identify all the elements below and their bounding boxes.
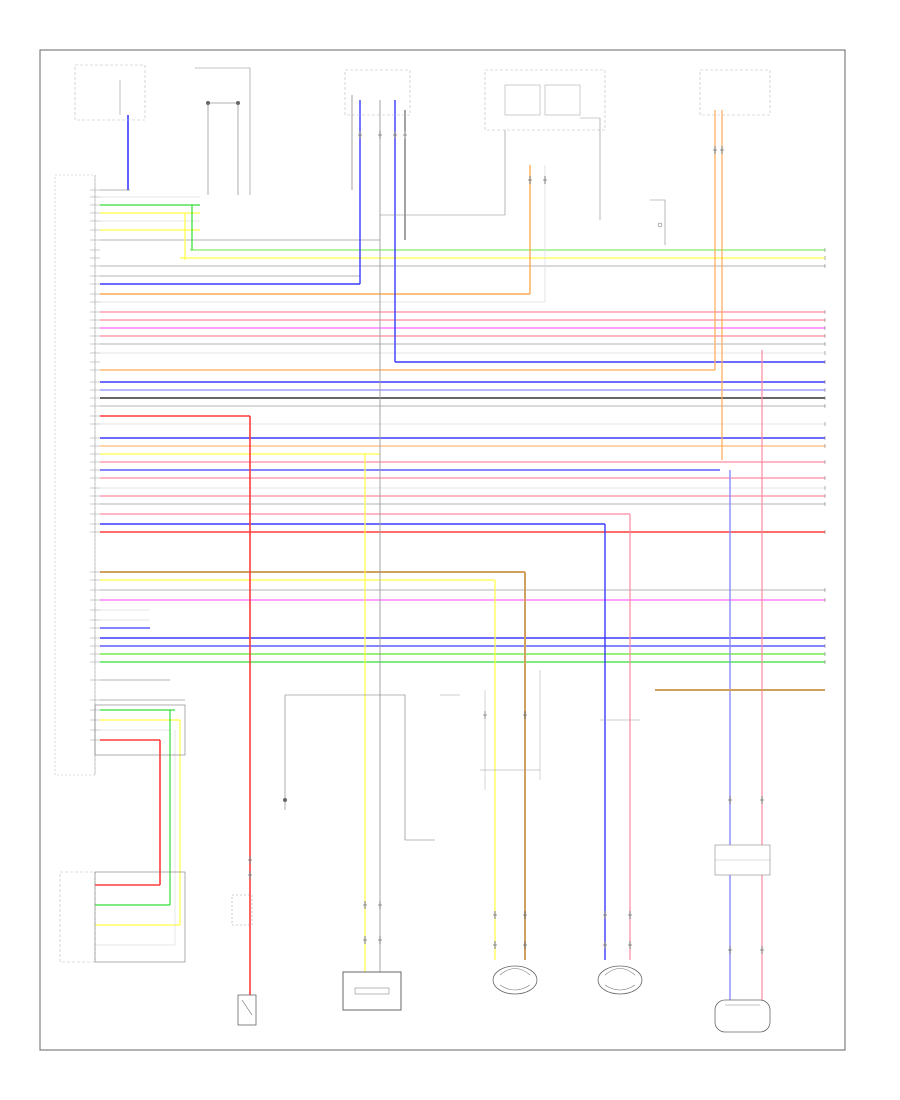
right-wheel-speed-sensor bbox=[597, 965, 643, 995]
right-middle-module bbox=[714, 844, 771, 876]
horizontal-wires bbox=[95, 189, 825, 946]
top-center-sensor bbox=[344, 69, 411, 190]
left-rear-sensor bbox=[231, 894, 257, 1026]
bottom-right-pump bbox=[714, 999, 771, 1033]
control-unit-connector bbox=[54, 174, 96, 776]
center-bottom-module bbox=[283, 694, 435, 1011]
relay-right-small bbox=[650, 199, 666, 245]
top-left-module bbox=[74, 64, 146, 121]
left-wheel-speed-sensor bbox=[492, 965, 538, 995]
connector-pins bbox=[90, 189, 100, 741]
diagram-frame bbox=[39, 49, 846, 1051]
top-right-relay-box bbox=[380, 69, 606, 220]
vertical-wires bbox=[127, 100, 764, 1010]
junction-marks bbox=[440, 670, 825, 790]
top-switch-module bbox=[195, 67, 251, 195]
top-right-module bbox=[699, 69, 771, 116]
bottom-left-sensor bbox=[59, 704, 186, 963]
